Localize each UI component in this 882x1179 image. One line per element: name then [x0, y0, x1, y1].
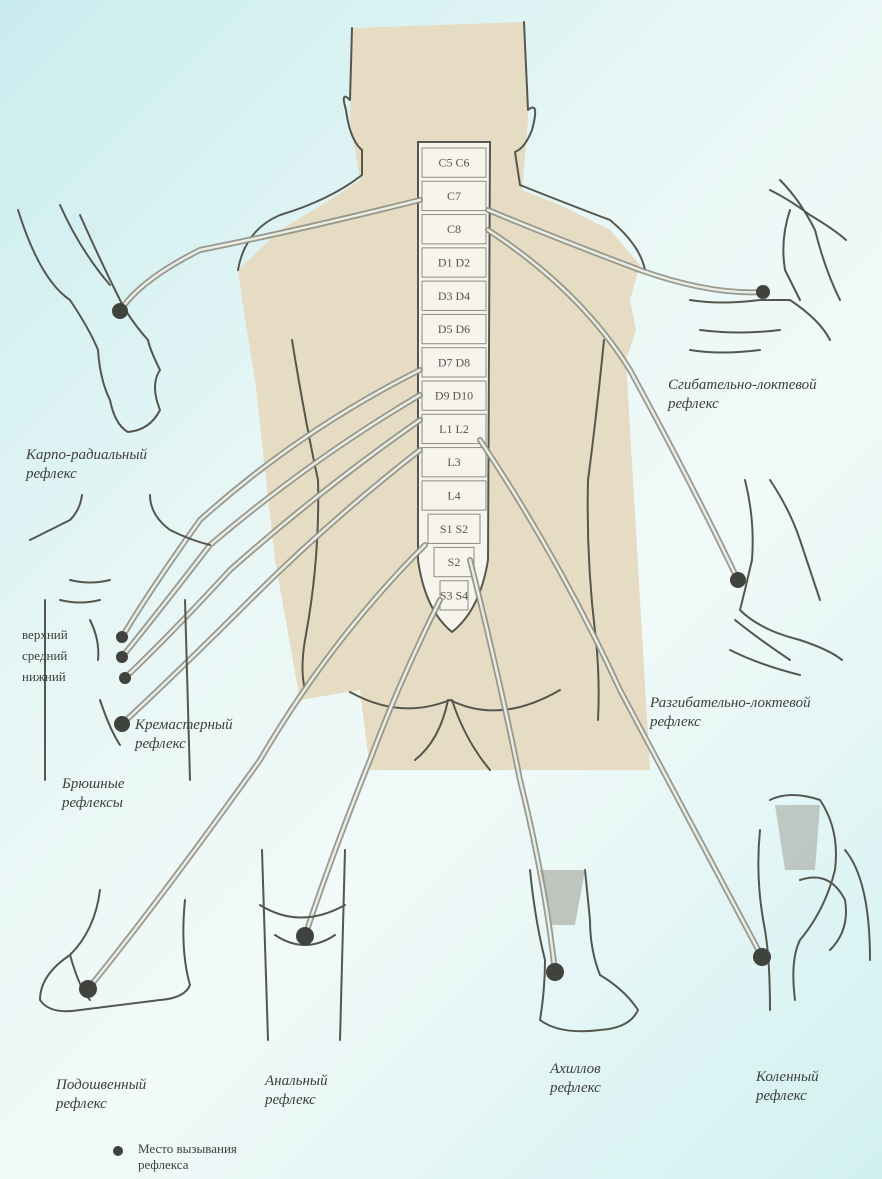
dot-achilles	[546, 963, 564, 981]
left-arm-sketch	[18, 205, 160, 432]
ankle-sketch	[530, 870, 638, 1031]
spine-segment-label: D5 D6	[438, 322, 470, 336]
dot-plantar	[79, 980, 97, 998]
label-abdominal-middle: средний	[22, 648, 67, 664]
spine-segment-label: L3	[447, 455, 460, 469]
dot-anal	[296, 927, 314, 945]
legend-dot-icon	[113, 1146, 123, 1156]
spine-segment-label: L4	[447, 489, 460, 503]
spine-segment-label: L1 L2	[439, 422, 469, 436]
dot-cremaster	[114, 716, 130, 732]
spine-segment-label: C5 C6	[438, 156, 469, 170]
dot-abdominal-middle	[116, 651, 128, 663]
dot-knee	[753, 948, 771, 966]
spine-segment-label: C7	[447, 189, 461, 203]
dot-flexor-elbow	[756, 285, 770, 299]
dot-abdominal-upper	[116, 631, 128, 643]
spine-segment-label: C8	[447, 222, 461, 236]
spine-segment-label: S2	[448, 555, 461, 569]
dot-carporadial	[112, 303, 128, 319]
leg-knee-sketch	[260, 850, 345, 1040]
spine-segment-label: D3 D4	[438, 289, 470, 303]
spine-segment-label: D7 D8	[438, 355, 470, 369]
dot-extensor-elbow	[730, 572, 746, 588]
label-abdominal-upper: верхний	[22, 627, 68, 643]
label-abdominal-lower: нижний	[22, 669, 66, 685]
spine-segment-label: S3 S4	[440, 588, 468, 602]
spine-segment-label: D1 D2	[438, 256, 470, 270]
spine-segment-label: S1 S2	[440, 522, 468, 536]
right-elbow-sketch-mid	[730, 480, 842, 675]
spine-segment-label: D9 D10	[435, 389, 473, 403]
dot-abdominal-lower	[119, 672, 131, 684]
knee-side-sketch	[758, 795, 870, 1010]
right-elbow-sketch-top	[690, 180, 846, 353]
